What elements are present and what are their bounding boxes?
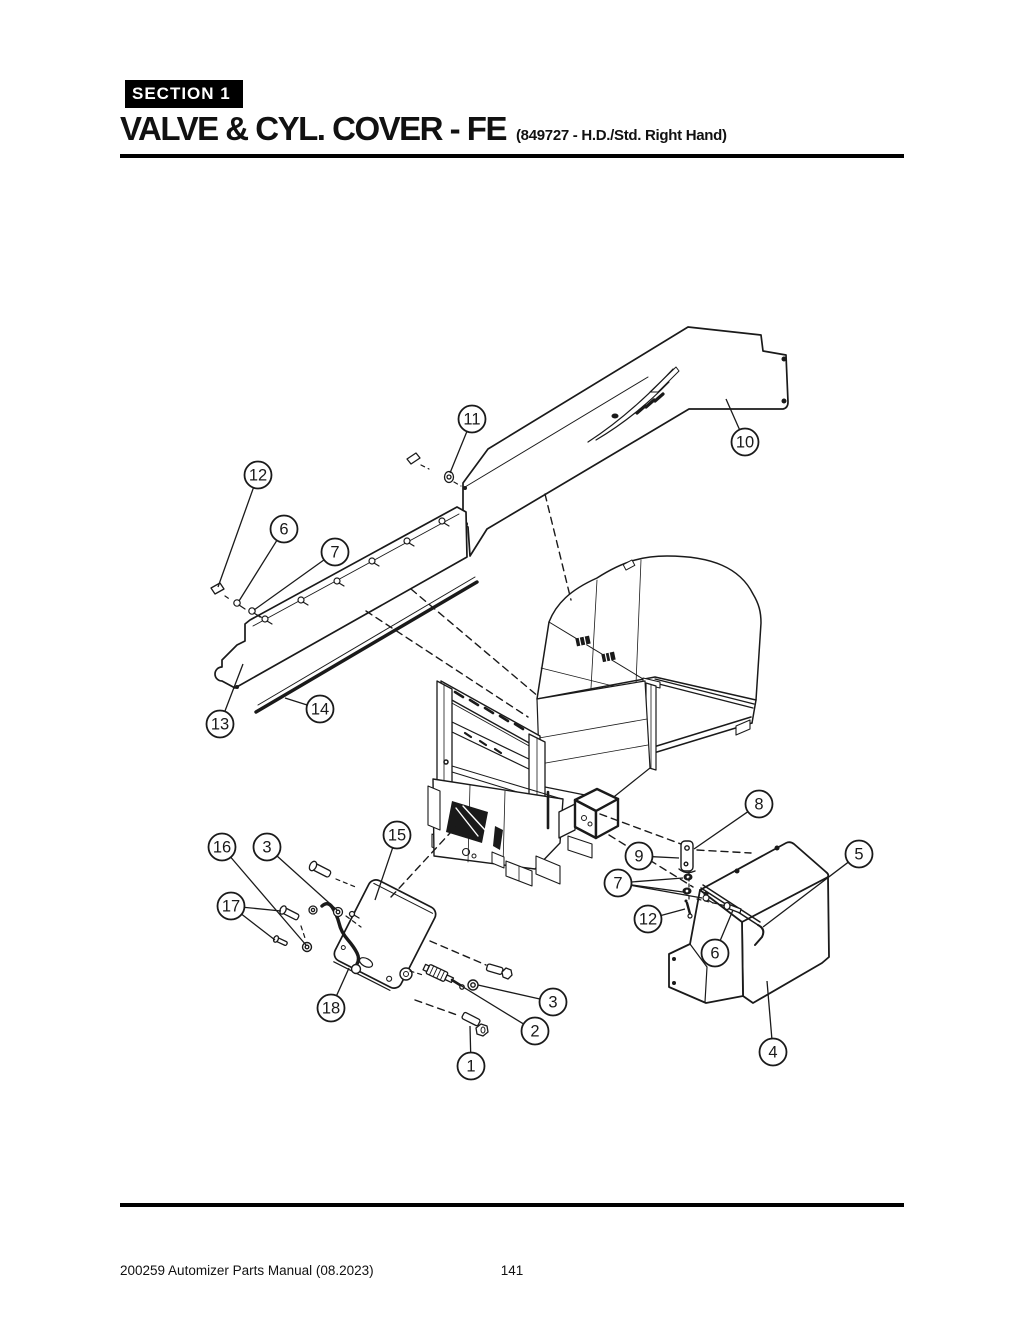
- part-9-bracket: [678, 840, 696, 874]
- svg-text:3: 3: [262, 839, 271, 857]
- svg-text:2: 2: [530, 1023, 539, 1041]
- part-11-washer: [406, 452, 455, 484]
- callout-12: 12: [633, 904, 686, 934]
- svg-text:7: 7: [613, 875, 622, 893]
- page-title: VALVE & CYL. COVER - FE: [120, 110, 507, 147]
- alignment-dashes: [224, 464, 727, 976]
- page-title-row: VALVE & CYL. COVER - FE (849727 - H.D./S…: [120, 110, 727, 148]
- svg-text:8: 8: [754, 796, 763, 814]
- callout-12: 12: [217, 460, 273, 588]
- svg-text:6: 6: [710, 945, 719, 963]
- part-7-screw: [248, 607, 261, 618]
- part-16-washer: [301, 941, 313, 953]
- section-badge: SECTION 1: [125, 80, 243, 108]
- svg-text:13: 13: [211, 716, 229, 734]
- part-18-rod: [320, 902, 413, 981]
- svg-text:12: 12: [639, 911, 657, 929]
- callout-7: 7: [253, 537, 350, 611]
- rail-screws: [261, 517, 450, 625]
- callout-15: 15: [374, 820, 412, 901]
- svg-text:16: 16: [213, 839, 231, 857]
- svg-text:17: 17: [222, 898, 240, 916]
- part-13-rail-plate: [214, 506, 468, 689]
- part-3-nut: [467, 979, 479, 991]
- svg-text:3: 3: [548, 994, 557, 1012]
- valve-enclosure: [558, 787, 620, 840]
- callout-14: 14: [284, 694, 335, 724]
- svg-text:11: 11: [463, 411, 480, 429]
- svg-text:5: 5: [854, 846, 863, 864]
- svg-text:12: 12: [249, 467, 267, 485]
- callout-10: 10: [725, 398, 760, 457]
- callout-2: 2: [454, 981, 550, 1046]
- footer-rule: [120, 1203, 904, 1207]
- machine-body: [427, 555, 762, 887]
- part-14-strip: [254, 576, 479, 714]
- footer-manual-text: 200259 Automizer Parts Manual (08.2023): [120, 1263, 374, 1278]
- callout-13: 13: [205, 663, 244, 739]
- callout-16: 16: [207, 832, 307, 946]
- callout-3: 3: [252, 832, 338, 911]
- callout-1: 1: [456, 1025, 486, 1081]
- svg-text:7: 7: [330, 544, 339, 562]
- callout-17: 17: [216, 891, 282, 941]
- part-17-screws: [272, 905, 300, 947]
- hood-vent: [575, 635, 591, 647]
- svg-text:6: 6: [279, 521, 288, 539]
- callout-7: 7: [603, 868, 703, 899]
- part-12-pin: [684, 899, 693, 919]
- svg-text:10: 10: [736, 434, 754, 452]
- callout-6: 6: [700, 909, 734, 968]
- callout-4: 4: [758, 980, 788, 1067]
- part-6-screw: [233, 599, 246, 610]
- svg-text:14: 14: [311, 701, 329, 719]
- footer-page-number: 141: [500, 1263, 524, 1278]
- callout-8: 8: [693, 789, 774, 850]
- page-subtitle: (849727 - H.D./Std. Right Hand): [515, 127, 727, 144]
- hood-vent: [601, 651, 616, 663]
- part-3-bolt: [308, 860, 332, 878]
- svg-text:4: 4: [768, 1044, 777, 1062]
- callout-3: 3: [477, 984, 568, 1017]
- callout-6: 6: [238, 514, 299, 602]
- callout-18: 18: [316, 967, 350, 1023]
- part-1-bolts: [461, 963, 513, 1037]
- callout-11: 11: [449, 404, 487, 474]
- svg-text:18: 18: [322, 1000, 340, 1018]
- svg-text:9: 9: [634, 848, 643, 866]
- callout-5: 5: [762, 839, 874, 928]
- callout-9: 9: [624, 841, 680, 871]
- part-10-valve-cover: [462, 326, 789, 557]
- svg-text:1: 1: [466, 1058, 475, 1076]
- assembly-dashed-lines: [365, 493, 752, 1017]
- part-12-clip: [210, 582, 225, 595]
- part-3-washers: [308, 905, 360, 919]
- header-rule: [120, 154, 904, 158]
- svg-text:15: 15: [388, 827, 406, 845]
- part-2-fitting: [422, 963, 465, 990]
